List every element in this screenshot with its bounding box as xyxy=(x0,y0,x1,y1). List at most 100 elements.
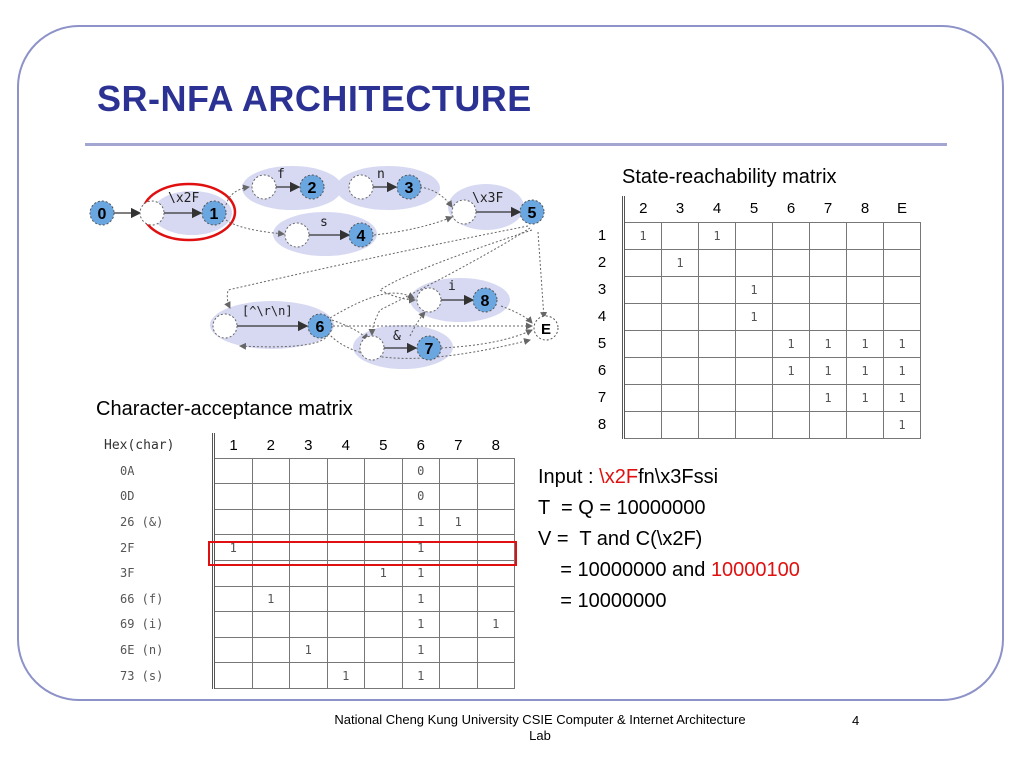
matrix-cell: 1 xyxy=(661,248,699,277)
column-header: 3 xyxy=(304,436,313,454)
slide-frame xyxy=(17,25,1004,701)
svg-text:5: 5 xyxy=(528,205,537,222)
matrix-cell xyxy=(212,457,253,485)
hex-label: 73 (s) xyxy=(120,668,164,683)
row-header: 6 xyxy=(597,362,607,379)
svg-text:1: 1 xyxy=(210,206,219,223)
edge-label: \x2F xyxy=(168,191,199,206)
state-blank xyxy=(416,287,442,313)
matrix-cell xyxy=(772,383,810,412)
svg-text:2: 2 xyxy=(308,180,317,197)
matrix-cell: 1 xyxy=(883,410,921,439)
edge-label: n xyxy=(377,167,385,182)
footer: National Cheng Kung University CSIE Comp… xyxy=(334,712,746,743)
row-header: 8 xyxy=(597,416,607,433)
matrix-cell xyxy=(289,483,328,510)
matrix-cell xyxy=(251,508,290,536)
matrix-cell: 1 xyxy=(735,275,773,304)
matrix-cell: 1 xyxy=(846,329,884,358)
hex-label: 6E (n) xyxy=(120,643,164,658)
svg-text:8: 8 xyxy=(481,293,490,310)
matrix-cell xyxy=(622,356,662,385)
matrix-cell: 1 xyxy=(846,383,884,412)
matrix-cell xyxy=(846,302,884,331)
state-blank xyxy=(284,222,310,248)
matrix-cell xyxy=(622,410,662,439)
matrix-cell xyxy=(735,329,773,358)
matrix-cell xyxy=(809,248,847,277)
column-header: 2 xyxy=(266,436,275,454)
column-header: 5 xyxy=(749,200,759,218)
matrix-cell xyxy=(251,662,290,689)
state-8: 8 xyxy=(472,287,498,313)
matrix-cell xyxy=(883,248,921,277)
matrix-cell xyxy=(846,221,884,250)
matrix-cell xyxy=(476,457,515,485)
matrix-cell xyxy=(698,248,736,277)
matrix-cell xyxy=(251,457,290,485)
matrix-cell xyxy=(735,383,773,412)
state-3: 3 xyxy=(396,174,422,200)
matrix-cell xyxy=(772,221,810,250)
matrix-cell xyxy=(622,329,662,358)
matrix-cell xyxy=(622,383,662,412)
matrix-cell: 1 xyxy=(401,534,440,561)
state-4: 4 xyxy=(348,222,374,248)
edge-label: [^\r\n] xyxy=(242,304,293,318)
row-header: 4 xyxy=(597,308,607,325)
matrix-cell xyxy=(809,221,847,250)
matrix-cell xyxy=(212,636,253,664)
row-header: 2 xyxy=(597,254,607,271)
column-header: 2 xyxy=(622,196,662,222)
row-header: 1 xyxy=(597,227,607,244)
matrix-cell xyxy=(661,302,699,331)
state-7: 7 xyxy=(416,335,442,361)
matrix-cell xyxy=(735,356,773,385)
column-header: 5 xyxy=(379,436,388,454)
matrix-cell xyxy=(772,275,810,304)
state-E: E xyxy=(533,315,559,341)
page-number: 4 xyxy=(852,713,860,728)
matrix-cell xyxy=(212,662,253,689)
explanation-block: Input : \x2Ffn\x3Fssi T = Q = 10000000 V… xyxy=(538,462,800,617)
column-header: 1 xyxy=(212,433,252,459)
matrix-cell xyxy=(289,662,328,689)
row-header: 3 xyxy=(597,281,607,298)
matrix-cell xyxy=(772,302,810,331)
matrix-cell xyxy=(846,410,884,439)
matrix-cell: 1 xyxy=(698,221,736,250)
matrix-cell xyxy=(476,508,515,536)
svg-text:7: 7 xyxy=(425,341,434,358)
title-divider xyxy=(85,143,947,146)
state-blank xyxy=(212,313,238,339)
state-blank xyxy=(139,200,165,226)
matrix-cell xyxy=(212,585,253,613)
column-header: E xyxy=(896,200,907,218)
matrix-cell xyxy=(846,275,884,304)
matrix-cell xyxy=(735,248,773,277)
state-blank xyxy=(359,335,385,361)
matrix-cell xyxy=(846,248,884,277)
matrix-cell xyxy=(326,508,365,536)
matrix-cell xyxy=(289,585,328,613)
matrix-cell: 0 xyxy=(401,483,440,510)
matrix-cell xyxy=(772,410,810,439)
column-header: 7 xyxy=(454,436,463,454)
column-header: 4 xyxy=(712,200,722,218)
edge-label: i xyxy=(448,279,456,294)
matrix-cell: 1 xyxy=(772,329,810,358)
matrix-cell: 1 xyxy=(212,534,253,561)
hex-label: 3F xyxy=(120,566,135,581)
matrix-cell xyxy=(326,457,365,485)
matrix-cell xyxy=(772,248,810,277)
